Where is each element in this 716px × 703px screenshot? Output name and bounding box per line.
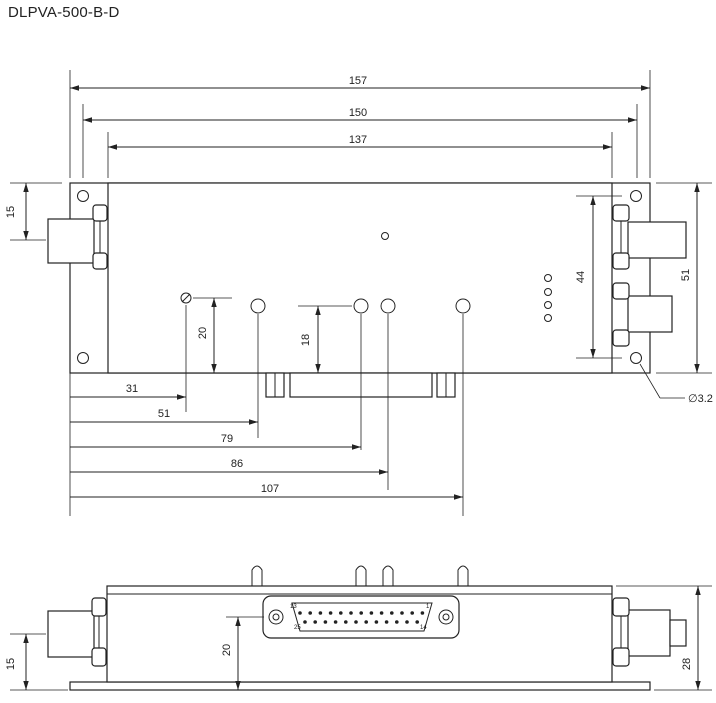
dsub-pin	[374, 620, 379, 624]
dsub-pin	[339, 611, 343, 615]
led-hole-1	[544, 274, 552, 282]
mount-hole-br	[630, 352, 642, 364]
dsub-pin	[349, 611, 353, 615]
output-connector-right	[612, 282, 673, 347]
dsub-pin	[415, 620, 420, 624]
dim-overall-length: 157	[349, 75, 367, 87]
dsub-pin	[303, 620, 307, 624]
dim-trim-height: 20	[197, 327, 209, 339]
knob-86-a	[353, 298, 369, 314]
mount-hole-tr	[630, 190, 642, 202]
dim-pos-31: 31	[126, 383, 138, 395]
mount-hole-tl	[77, 190, 89, 202]
dsub-pin	[359, 611, 364, 615]
knob-86-b	[380, 298, 396, 314]
dim-height-inner: 44	[575, 271, 587, 283]
dsub-pin	[318, 611, 323, 615]
dim-pos-51: 51	[158, 408, 170, 420]
side-view: 13 1 25 14 20 15 28	[5, 565, 712, 691]
dsub-pin-label-25: 25	[294, 625, 301, 631]
dsub-pin-label-1: 1	[426, 604, 430, 610]
dsub-connector-face: 13 1 25 14	[262, 595, 460, 639]
dim-height-overall: 51	[680, 269, 692, 281]
dim-conn-height: 18	[300, 334, 312, 346]
main-body	[107, 182, 613, 374]
dsub-pin	[354, 620, 358, 624]
dim-hole-diameter: ∅3.2	[688, 393, 713, 405]
dim-pos-86: 86	[231, 458, 243, 470]
dsub-pin	[420, 611, 425, 615]
side-knob-3	[382, 565, 394, 586]
side-bnc-right	[612, 597, 687, 667]
dim-connector-offset-top: 15	[5, 206, 17, 218]
bnc-connector-right	[612, 204, 687, 270]
dim-hole-spacing: 150	[349, 107, 367, 119]
dim-pos-107: 107	[261, 483, 279, 495]
led-hole-4	[544, 314, 552, 322]
bnc-connector-left	[47, 204, 108, 270]
dsub-pin	[384, 620, 389, 624]
dsub-pin	[390, 611, 394, 615]
dsub-pins	[298, 611, 425, 624]
side-knob-2	[355, 565, 367, 586]
dsub-pin	[405, 620, 409, 624]
dim-connector-offset-side: 15	[5, 658, 17, 670]
knob-79	[250, 298, 266, 314]
side-base-plate	[69, 681, 651, 691]
side-knob-4	[457, 565, 469, 586]
dim-pos-79: 79	[221, 433, 233, 445]
mount-hole-bl	[77, 352, 89, 364]
drawing-title: DLPVA-500-B-D	[8, 4, 120, 21]
dsub-pin	[395, 620, 399, 624]
led-hole-3	[544, 301, 552, 309]
dsub-pin	[400, 611, 404, 615]
side-bnc-left	[47, 597, 107, 667]
dsub-pin	[410, 611, 415, 615]
knob-107	[455, 298, 471, 314]
dim-side-height: 28	[681, 658, 693, 670]
dsub-pin	[364, 620, 369, 624]
top-view: 157 150 137 15 51 44 20 18 ∅3.2	[5, 70, 713, 516]
dsub-pin	[323, 620, 328, 624]
dsub-pin	[298, 611, 302, 615]
dsub-pin-label-13: 13	[290, 604, 297, 610]
dim-body-length: 137	[349, 134, 367, 146]
dsub-pin	[369, 611, 374, 615]
dsub-pin	[313, 620, 318, 624]
trimmer-screw-icon	[180, 292, 192, 304]
dim-dsub-height: 20	[221, 644, 233, 656]
dsub-pin	[328, 611, 333, 615]
dsub-pin	[333, 620, 338, 624]
indicator-hole	[381, 232, 389, 240]
dsub-pin	[308, 611, 313, 615]
led-hole-2	[544, 288, 552, 296]
dsub-connector-top-view	[265, 372, 456, 398]
side-knob-1	[251, 565, 263, 586]
dsub-pin	[379, 611, 384, 615]
dsub-pin-label-14: 14	[420, 625, 427, 631]
dsub-pin	[344, 620, 348, 624]
